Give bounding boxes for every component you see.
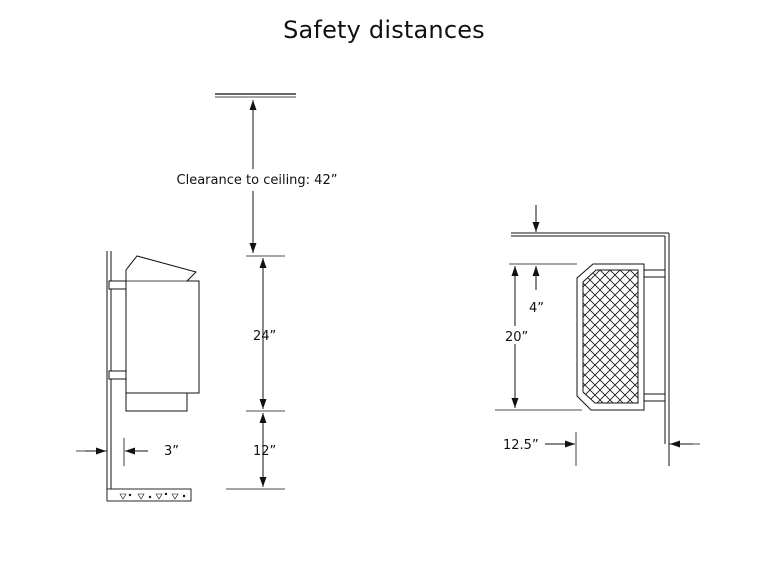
height-label-right: 20” bbox=[505, 330, 528, 345]
right-top-view bbox=[495, 205, 700, 466]
ceiling-line bbox=[215, 93, 296, 98]
page-title: Safety distances bbox=[283, 16, 485, 44]
heater-base bbox=[125, 392, 188, 412]
heater-height-label: 24” bbox=[253, 329, 276, 344]
floor-clearance-label: 12” bbox=[253, 444, 276, 459]
side-clearance-label: 12.5” bbox=[503, 438, 539, 453]
upper-bracket-right bbox=[643, 269, 666, 278]
lower-bracket-right bbox=[643, 393, 666, 402]
top-clearance-label: 4” bbox=[529, 301, 544, 316]
wall-clearance-label: 3” bbox=[164, 444, 179, 459]
heater-body bbox=[125, 255, 200, 394]
heater-grille bbox=[582, 269, 639, 404]
ceiling-clearance-label: Clearance to ceiling: 42” bbox=[177, 173, 338, 188]
floor-slab bbox=[106, 488, 192, 502]
upper-bracket bbox=[108, 280, 127, 290]
left-side-view bbox=[76, 93, 296, 502]
lower-bracket bbox=[108, 370, 127, 380]
